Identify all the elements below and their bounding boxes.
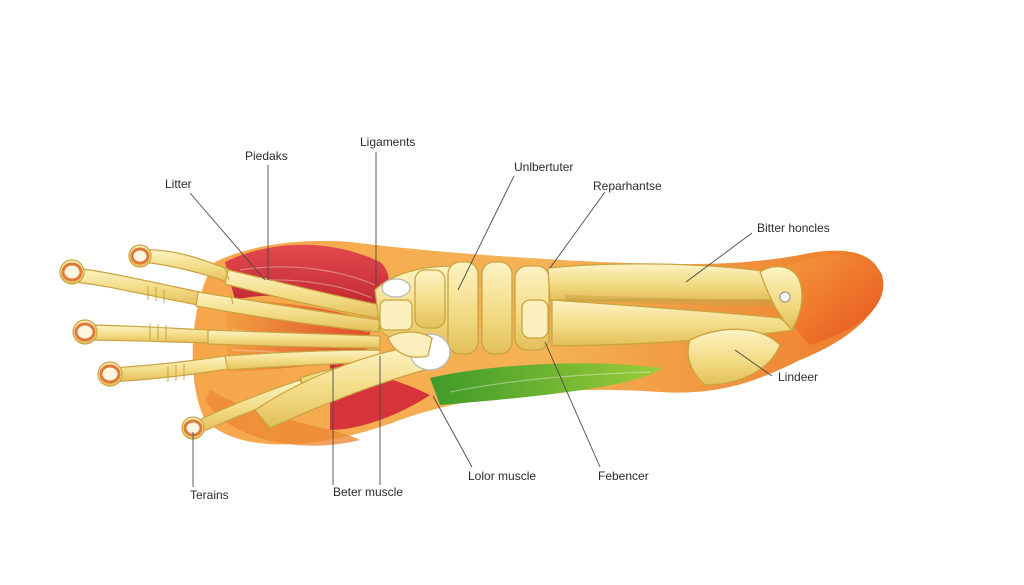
leader-line-reparhantse — [549, 191, 606, 269]
leader-line-unlbertuter — [457, 175, 515, 291]
leader-line-litter — [189, 192, 266, 281]
label-febencer: Febencer — [598, 469, 649, 483]
label-litter: Litter — [165, 177, 192, 191]
leader-line-febencer — [544, 341, 601, 468]
label-lolor-muscle: Lolor muscle — [468, 469, 537, 483]
leader-line-lolor-muscle — [432, 395, 473, 468]
tarsal-bones — [374, 261, 550, 371]
label-reparhantse: Reparhantse — [593, 179, 662, 193]
leader-lines — [189, 152, 773, 487]
label-unlbertuter: Unlbertuter — [514, 160, 574, 174]
label-piedaks: Piedaks — [245, 149, 288, 163]
label-terains: Terains — [190, 488, 229, 502]
label-bitter-honcles: Bitter honcles — [757, 221, 830, 235]
leader-line-lindeer — [734, 349, 773, 377]
toe-joints — [147, 267, 234, 382]
toe-nails — [61, 247, 203, 437]
label-ligaments: Ligaments — [360, 135, 416, 149]
label-beter-muscle: Beter muscle — [333, 485, 404, 499]
leader-line-bitter-honcles — [685, 232, 753, 283]
label-lindeer: Lindeer — [778, 370, 819, 384]
heel-bones — [547, 263, 803, 386]
toe-bones — [59, 244, 426, 440]
